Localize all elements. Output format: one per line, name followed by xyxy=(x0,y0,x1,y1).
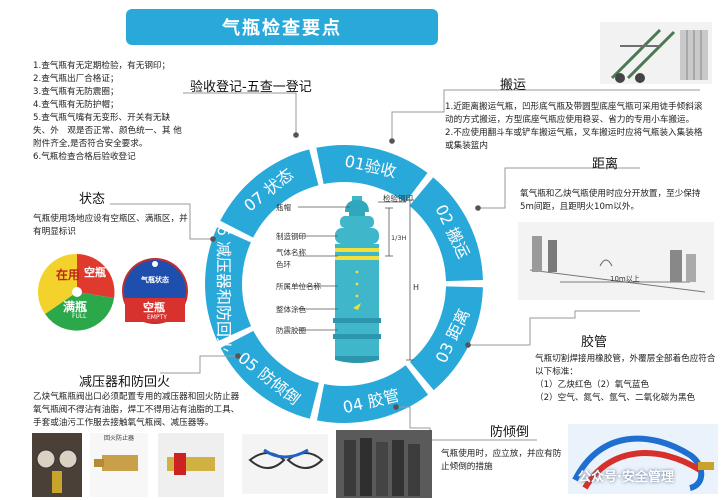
regulator-text: 乙炔气瓶瓶阀出口必须配置专用的减压器和回火防止器 氧气瓶阀不得沾有油脂，焊工不得… xyxy=(33,391,273,430)
status-line: 气瓶使用场地应设有空瓶区、满瓶区，并 xyxy=(33,214,188,224)
distance-text: 氧气瓶和乙炔气瓶使用时应分开放置，至少保持 5m间距，且距明火10m以外。 xyxy=(520,188,720,214)
cylinder-status-disc xyxy=(37,253,115,331)
acceptance-line: 1.查气瓶有无定期检验，有无钢印； xyxy=(33,61,171,71)
ring-segment xyxy=(316,365,429,423)
regulator-photo-caption: 回火防止器 xyxy=(104,435,135,442)
transport-line: 1.近距离搬运气瓶，凹形底气瓶及带圆型底座气瓶可采用徒手倾斜滚 xyxy=(445,102,703,112)
ring-segment xyxy=(316,145,428,203)
distance-line: 氧气瓶和乙炔气瓶使用时应分开放置，至少保持 xyxy=(520,189,701,199)
regulator-line: 手套或油污工作服去接触氧气瓶阀、减压器等。 xyxy=(33,418,214,428)
acceptance-heading: 验收登记-五查一登记 xyxy=(190,80,312,95)
disc-in-use-label: 在用 xyxy=(56,268,81,282)
disc-empty-label: 空瓶 xyxy=(84,266,106,279)
tag-top-label: 气瓶状态 xyxy=(141,276,169,284)
hose-line: 气瓶切割焊接用橡胶管，外覆层全部着色应符合 xyxy=(535,354,716,364)
acceptance-line: 2.查气瓶出厂合格证； xyxy=(33,74,119,84)
page-title: 气瓶检查要点 xyxy=(126,9,438,45)
transport-text: 1.近距离搬运气瓶，凹形底气瓶及带圆型底座气瓶可采用徒手倾斜滚 动的方式搬运，方… xyxy=(445,101,720,153)
regulator-photos xyxy=(32,433,224,497)
status-line: 有明显标识 xyxy=(33,227,76,237)
regulator-line: 乙炔气瓶瓶阀出口必须配置专用的减压器和回火防止器 xyxy=(33,392,240,402)
hose-heading: 胶管 xyxy=(581,335,608,350)
label-body-color: 整体涂色 xyxy=(276,305,306,314)
distance-line: 5m间距，且距明火10m以外。 xyxy=(520,202,640,212)
transport-heading: 搬运 xyxy=(500,78,527,93)
regulator-heading: 减压器和防回火 xyxy=(79,375,171,390)
distance-diagram xyxy=(518,222,714,300)
anti-tip-text: 气瓶使用时，应立放，并应有防 止倾倒的措施 xyxy=(441,448,571,474)
watermark: 公众号·安全管理 xyxy=(578,470,674,485)
distance-diagram-label: 10m以上 xyxy=(610,275,640,283)
acceptance-line: 5.查气瓶气嘴有无变形、开关有无缺 xyxy=(33,113,171,123)
label-color-ring: 色环 xyxy=(276,260,291,269)
acceptance-line: 4.查气瓶有无防护帽； xyxy=(33,100,119,110)
transport-line: 动的方式搬运，方型底座气瓶应使用稳妥、省力的专用小车搬运。 xyxy=(445,115,695,125)
transport-line: 或集装篮内 xyxy=(445,141,488,151)
anti-tip-line: 止倾倒的措施 xyxy=(441,462,493,472)
acceptance-line: 附件齐全,是否符合安全要求。 xyxy=(33,139,148,149)
anti-tip-heading: 防倾倒 xyxy=(490,425,530,440)
disc-full-label: 满瓶 xyxy=(63,300,88,314)
ring-segment xyxy=(409,177,483,282)
acceptance-line: 3.查气瓶有无防震圈； xyxy=(33,87,119,97)
disc-full-en: FULL xyxy=(72,313,87,320)
label-gas-name: 气体名称 xyxy=(276,248,306,257)
hose-line: （1）乙炔红色（2）氧气蓝色 xyxy=(535,380,650,390)
label-cap: 瓶帽 xyxy=(276,203,291,212)
safety-photos xyxy=(242,430,432,498)
label-rubber-ring: 防震胶圈 xyxy=(276,326,306,335)
status-text: 气瓶使用场地应设有空瓶区、满瓶区，并 有明显标识 xyxy=(33,213,213,239)
hose-text: 气瓶切割焊接用橡胶管，外覆层全部着色应符合 以下标准： （1）乙炔红色（2）氧气… xyxy=(535,353,722,405)
ring-segment xyxy=(205,227,252,342)
acceptance-line: 失、外 观是否正常、颜色统一、其 他 xyxy=(33,126,182,136)
ring-segment xyxy=(409,286,483,391)
acceptance-line: 6.气瓶检查合格后验收登记 xyxy=(33,152,136,162)
label-steel-stamp: 检验钢印 xyxy=(383,194,413,203)
cylinder-status-tag xyxy=(122,258,188,324)
label-mfg-stamp: 制造钢印 xyxy=(276,232,306,241)
hose-line: （2）空气、氮气、氩气、二氧化碳为黑色 xyxy=(535,393,696,403)
tag-bottom-label: 空瓶 xyxy=(143,301,165,314)
transport-cart-illustration xyxy=(600,22,712,84)
tag-bottom-en: EMPTY xyxy=(147,314,167,321)
acceptance-text: 1.查气瓶有无定期检验，有无钢印； 2.查气瓶出厂合格证； 3.查气瓶有无防震圈… xyxy=(33,60,193,164)
regulator-line: 氧气瓶阀不得沾有油脂，焊工不得用沾有油脂的工具、 xyxy=(33,405,240,415)
transport-line: 2.不应使用翻斗车或铲车搬运气瓶，叉车搬运时应将气瓶装入集装格 xyxy=(445,128,703,138)
ring-segment xyxy=(220,149,319,238)
label-owner: 所属单位名称 xyxy=(276,282,321,291)
anti-tip-line: 气瓶使用时，应立放，并应有防 xyxy=(441,449,562,459)
label-dim-small: 1/3H xyxy=(391,234,407,242)
hose-illustration xyxy=(568,424,718,494)
hose-line: 以下标准： xyxy=(535,367,578,377)
distance-heading: 距离 xyxy=(592,157,619,172)
label-dim-h: H xyxy=(413,283,420,292)
ring-segment-label: 06 减压器和防回火 xyxy=(214,216,233,354)
gas-cylinder-illustration xyxy=(298,196,414,363)
status-heading: 状态 xyxy=(79,192,106,207)
ring-segment xyxy=(220,330,319,419)
